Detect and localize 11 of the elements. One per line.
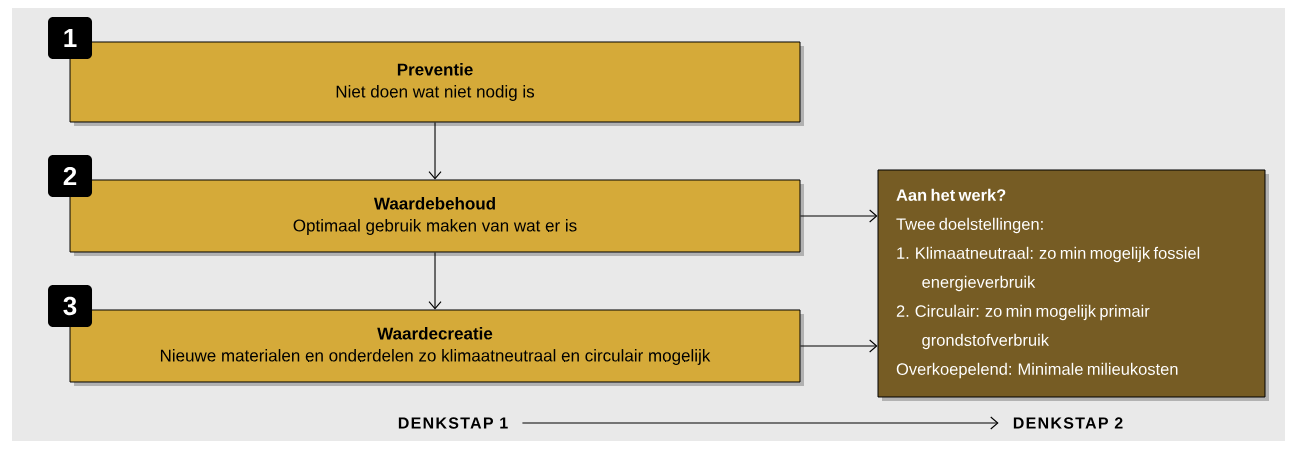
arrow bbox=[428, 121, 442, 180]
arrow bbox=[521, 416, 999, 430]
step-number: 3 bbox=[48, 285, 92, 327]
step-label: DENKSTAP 2 bbox=[1013, 417, 1123, 429]
step-number: 1 bbox=[48, 17, 92, 59]
info-box: Aan het werk? Twee doelstellingen: 1. Klimaatneutraal: zo min mogelijk fossiel energieverbruik 2. Circulair: zo min mogelijk primair grondstofverbruik Overkoepelend: Minimale milieukosten bbox=[877, 169, 1269, 401]
step-number: 2 bbox=[48, 155, 92, 197]
arrow bbox=[428, 251, 442, 310]
arrow bbox=[799, 209, 878, 223]
arrow bbox=[799, 339, 878, 353]
step-label: DENKSTAP 1 bbox=[398, 417, 508, 429]
